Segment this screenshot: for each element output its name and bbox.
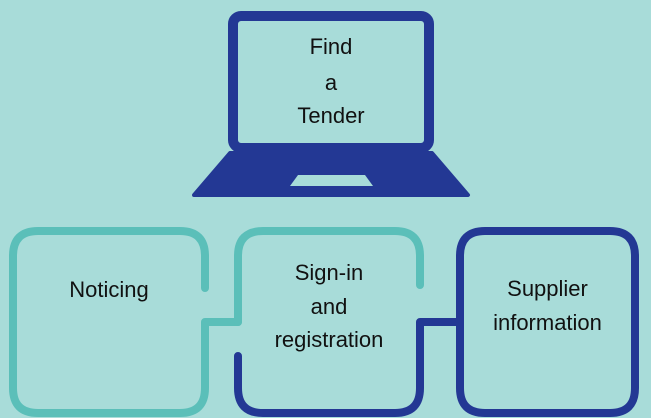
- sign-in-label-line-1: Sign-in: [294, 260, 364, 285]
- laptop-label-line-1: Find: [309, 34, 353, 59]
- noticing-label: Noticing: [69, 277, 149, 302]
- laptop-label-line-2: a: [324, 70, 338, 95]
- laptop-base: [192, 151, 470, 197]
- supplier-box-outline: [456, 227, 639, 417]
- sign-in-label-line-2: and: [310, 294, 348, 319]
- laptop-screen: [228, 11, 434, 153]
- sign-in-box-outline-bottom: [234, 318, 464, 417]
- laptop-label-line-3: Tender: [297, 103, 365, 128]
- supplier-label-line-1: Supplier: [507, 276, 588, 301]
- laptop-icon: [192, 11, 470, 197]
- sign-in-box-outline-top: [234, 227, 424, 326]
- noticing-box-outline: [9, 227, 242, 417]
- supplier-label-line-2: information: [493, 310, 602, 335]
- laptop-trackpad: [290, 175, 373, 186]
- sign-in-label-line-3: registration: [274, 327, 384, 352]
